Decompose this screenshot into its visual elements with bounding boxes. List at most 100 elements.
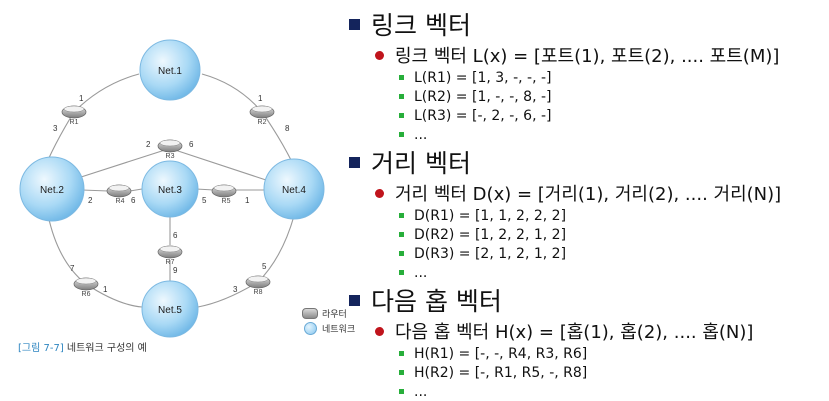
section-link-vector: 링크 벡터 링크 벡터 L(x) = [포트(1), 포트(2), .... 포… bbox=[343, 6, 827, 144]
section-distance-vector: 거리 벡터 거리 벡터 D(x) = [거리(1), 거리(2), .... 거… bbox=[343, 144, 827, 282]
port-r7-bottom: 9 bbox=[173, 266, 178, 275]
square-bullet-icon bbox=[349, 18, 360, 30]
r5-label: R5 bbox=[222, 198, 231, 205]
net4-label: Net.4 bbox=[282, 185, 306, 196]
list-item-text: ... bbox=[414, 264, 428, 281]
port-r6-left: 7 bbox=[70, 264, 75, 273]
router-r4: R4 bbox=[106, 184, 132, 205]
r7-label: R7 bbox=[166, 259, 175, 266]
port-numbers: 1 3 1 8 2 6 2 6 5 1 6 9 7 1 5 3 bbox=[53, 94, 290, 294]
port-r8-left: 3 bbox=[233, 285, 238, 294]
list-item: D(R3) = [2, 1, 2, 1, 2] bbox=[343, 244, 827, 263]
port-r8-right: 5 bbox=[262, 262, 267, 271]
port-r2-right: 8 bbox=[285, 124, 290, 133]
small-square-bullet-icon bbox=[399, 94, 404, 99]
r4-label: R4 bbox=[116, 198, 125, 205]
net5-label: Net.5 bbox=[158, 305, 182, 316]
port-r1-left: 3 bbox=[53, 124, 58, 133]
router-r7: R7 bbox=[157, 245, 183, 266]
list-item: H(R2) = [-, R1, R5, -, R8] bbox=[343, 363, 827, 382]
list-item: H(R1) = [-, -, R4, R3, R6] bbox=[343, 344, 827, 363]
list-item-text: ... bbox=[414, 383, 428, 400]
port-r1-top: 1 bbox=[79, 94, 84, 103]
router-r5: R5 bbox=[211, 184, 237, 205]
r6-label: R6 bbox=[82, 291, 91, 298]
net3-label: Net.3 bbox=[158, 185, 182, 196]
small-square-bullet-icon bbox=[399, 370, 404, 375]
small-square-bullet-icon bbox=[399, 389, 404, 394]
r3-label: R3 bbox=[166, 153, 175, 160]
network-net3: Net.3 bbox=[141, 160, 199, 218]
list-item-text: H(R2) = [-, R1, R5, -, R8] bbox=[414, 364, 588, 381]
list-item-text: L(R3) = [-, 2, -, 6, -] bbox=[414, 107, 552, 124]
link-net2-r6 bbox=[47, 214, 87, 285]
router-r3: R3 bbox=[157, 139, 183, 160]
circle-bullet-icon bbox=[375, 326, 384, 336]
legend-router: 라우터 bbox=[302, 307, 347, 320]
definition-text: 링크 벡터 L(x) = [포트(1), 포트(2), .... 포트(M)] bbox=[395, 46, 780, 67]
network-net4: Net.4 bbox=[263, 158, 325, 220]
small-square-bullet-icon bbox=[399, 232, 404, 237]
r2-label: R2 bbox=[258, 119, 267, 126]
definition-line: 다음 홉 벡터 H(x) = [홉(1), 홉(2), .... 홉(N)] bbox=[343, 318, 827, 344]
list-item: ... bbox=[343, 382, 827, 401]
circle-bullet-icon bbox=[375, 188, 384, 198]
figure-caption: [그림 7-7] 네트워크 구성의 예 bbox=[18, 339, 147, 354]
list-item: D(R1) = [1, 1, 2, 2, 2] bbox=[343, 206, 827, 225]
list-item: ... bbox=[343, 263, 827, 282]
list-item-text: D(R2) = [1, 2, 2, 1, 2] bbox=[414, 226, 567, 243]
list-item-text: D(R1) = [1, 1, 2, 2, 2] bbox=[414, 207, 567, 224]
list-item: L(R2) = [1, -, -, 8, -] bbox=[343, 87, 827, 106]
port-r3-right: 6 bbox=[189, 140, 194, 149]
list-item-text: L(R2) = [1, -, -, 8, -] bbox=[414, 88, 552, 105]
list-item: ... bbox=[343, 125, 827, 144]
net1-label: Net.1 bbox=[158, 66, 182, 77]
legend-network: 네트워크 bbox=[302, 322, 355, 335]
link-r4-net3 bbox=[129, 188, 143, 192]
text-panel: 링크 벡터 링크 벡터 L(x) = [포트(1), 포트(2), .... 포… bbox=[343, 6, 827, 401]
link-r3-net4 bbox=[171, 148, 267, 181]
figure-caption-text: 네트워크 구성의 예 bbox=[66, 343, 147, 354]
section-heading: 다음 홉 벡터 bbox=[343, 282, 827, 318]
router-r1: R1 bbox=[61, 105, 87, 126]
link-net3-r5 bbox=[195, 188, 215, 191]
link-r2-net4 bbox=[261, 111, 293, 163]
figure-number: [그림 7-7] bbox=[18, 343, 64, 354]
definition-line: 링크 벡터 L(x) = [포트(1), 포트(2), .... 포트(M)] bbox=[343, 42, 827, 68]
port-r5-right: 1 bbox=[245, 196, 250, 205]
section-heading: 링크 벡터 bbox=[343, 6, 827, 42]
small-square-bullet-icon bbox=[399, 351, 404, 356]
small-square-bullet-icon bbox=[399, 113, 404, 118]
router-r6: R6 bbox=[73, 277, 99, 298]
net2-label: Net.2 bbox=[40, 185, 64, 196]
list-item: L(R3) = [-, 2, -, 6, -] bbox=[343, 106, 827, 125]
network-legend-icon bbox=[304, 322, 317, 335]
legend-network-label: 네트워크 bbox=[322, 325, 356, 335]
small-square-bullet-icon bbox=[399, 75, 404, 80]
port-r6-right: 1 bbox=[103, 285, 108, 294]
port-r2-top: 1 bbox=[258, 94, 263, 103]
section-heading: 거리 벡터 bbox=[343, 144, 827, 180]
port-r7-top: 6 bbox=[173, 231, 178, 240]
list-item: D(R2) = [1, 2, 2, 1, 2] bbox=[343, 225, 827, 244]
r1-label: R1 bbox=[70, 119, 79, 126]
list-item-text: D(R3) = [2, 1, 2, 1, 2] bbox=[414, 245, 567, 262]
section-title: 링크 벡터 bbox=[371, 11, 471, 40]
network-net1: Net.1 bbox=[139, 39, 201, 101]
network-diagram: Net.1 Net.2 Net.3 Net.4 Net.5 R1 R2 R3 R… bbox=[19, 39, 325, 338]
link-net2-r3 bbox=[77, 148, 169, 179]
port-r4-left: 2 bbox=[88, 196, 93, 205]
router-r8: R8 bbox=[245, 275, 271, 296]
small-square-bullet-icon bbox=[399, 270, 404, 275]
section-title: 거리 벡터 bbox=[371, 149, 471, 178]
definition-text: 다음 홉 벡터 H(x) = [홉(1), 홉(2), .... 홉(N)] bbox=[395, 322, 754, 343]
network-net2: Net.2 bbox=[19, 156, 85, 222]
port-r4-right: 6 bbox=[131, 196, 136, 205]
section-title: 다음 홉 벡터 bbox=[371, 287, 502, 316]
router-legend-icon bbox=[302, 308, 318, 319]
circle-bullet-icon bbox=[375, 50, 384, 60]
list-item: L(R1) = [1, 3, -, -, -] bbox=[343, 68, 827, 87]
small-square-bullet-icon bbox=[399, 132, 404, 137]
link-net2-r4 bbox=[81, 189, 109, 192]
link-net4-r8 bbox=[257, 215, 295, 283]
